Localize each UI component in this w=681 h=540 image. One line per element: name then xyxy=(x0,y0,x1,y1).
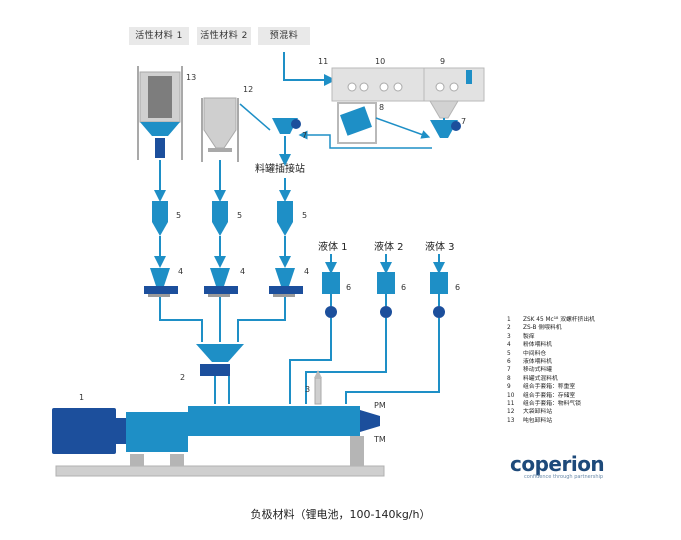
liquid1-line xyxy=(289,318,332,404)
feeder3-to-sidefeeder xyxy=(237,297,286,342)
intermediate-hopper-3 xyxy=(277,201,293,236)
label-5c: 5 xyxy=(302,211,307,220)
label-7-left: 7 xyxy=(302,131,307,140)
liquid-1-label: 液体 1 xyxy=(318,240,348,253)
label-4b: 4 xyxy=(240,267,245,276)
tm-label: TM xyxy=(373,435,386,444)
brand-tagline: confidence through partnership xyxy=(524,474,604,480)
liquid-3-label: 液体 3 xyxy=(425,240,455,253)
feeder1-to-sidefeeder xyxy=(159,297,203,342)
diagram-caption: 负极材料（锂电池，100-140kg/h） xyxy=(250,508,431,521)
tag-active-material-1: 活性材料 1 xyxy=(129,27,189,45)
liquid-2-label: 液体 2 xyxy=(374,240,404,253)
liquid-feeder-1 xyxy=(322,272,340,318)
intermediate-hopper-1 xyxy=(152,201,168,236)
powder-feeder-2 xyxy=(204,268,238,297)
powder-feeder-1 xyxy=(144,268,178,297)
label-1: 1 xyxy=(79,393,84,402)
powder-feeder-3 xyxy=(269,268,303,297)
bigbag-to-station-line xyxy=(239,103,271,131)
label-13: 13 xyxy=(186,73,196,82)
label-12: 12 xyxy=(243,85,253,94)
vent xyxy=(314,370,322,405)
bulk-bag-station xyxy=(137,66,183,160)
label-6c: 6 xyxy=(455,283,460,292)
label-6a: 6 xyxy=(346,283,351,292)
intermediate-hopper-2 xyxy=(212,201,228,236)
label-2: 2 xyxy=(180,373,185,382)
pm-label: PM xyxy=(374,401,386,410)
brand-logo: coperion xyxy=(510,452,605,476)
label-11: 11 xyxy=(318,57,328,66)
glovebox-unit xyxy=(331,67,485,138)
container-mixer xyxy=(337,102,377,144)
liquid3-line xyxy=(345,318,440,404)
label-5b: 5 xyxy=(237,211,242,220)
label-4c: 4 xyxy=(304,267,309,276)
glovebox-to-station-line xyxy=(298,130,432,149)
tag-active-material-2: 活性材料 2 xyxy=(197,27,251,45)
label-6b: 6 xyxy=(401,283,406,292)
label-10: 10 xyxy=(375,57,385,66)
liquid-feeder-2 xyxy=(377,272,395,318)
tag-premix: 预混料 xyxy=(258,27,310,45)
label-8: 8 xyxy=(379,103,384,112)
side-feeder xyxy=(196,344,244,404)
liquid2-line xyxy=(305,318,387,404)
label-4a: 4 xyxy=(178,267,183,276)
label-3: 3 xyxy=(305,385,310,394)
label-7-right: 7 xyxy=(461,117,466,126)
mixer-to-glovebox-line xyxy=(375,117,431,139)
twin-screw-extruder xyxy=(52,406,385,477)
mobile-container-right xyxy=(430,120,458,138)
liquid-feeder-3 xyxy=(430,272,448,318)
premix-flow-line xyxy=(283,52,336,86)
docking-station-label: 料罐插接站 xyxy=(255,162,305,175)
label-9: 9 xyxy=(440,57,445,66)
big-bag-station xyxy=(201,97,239,162)
label-5a: 5 xyxy=(176,211,181,220)
